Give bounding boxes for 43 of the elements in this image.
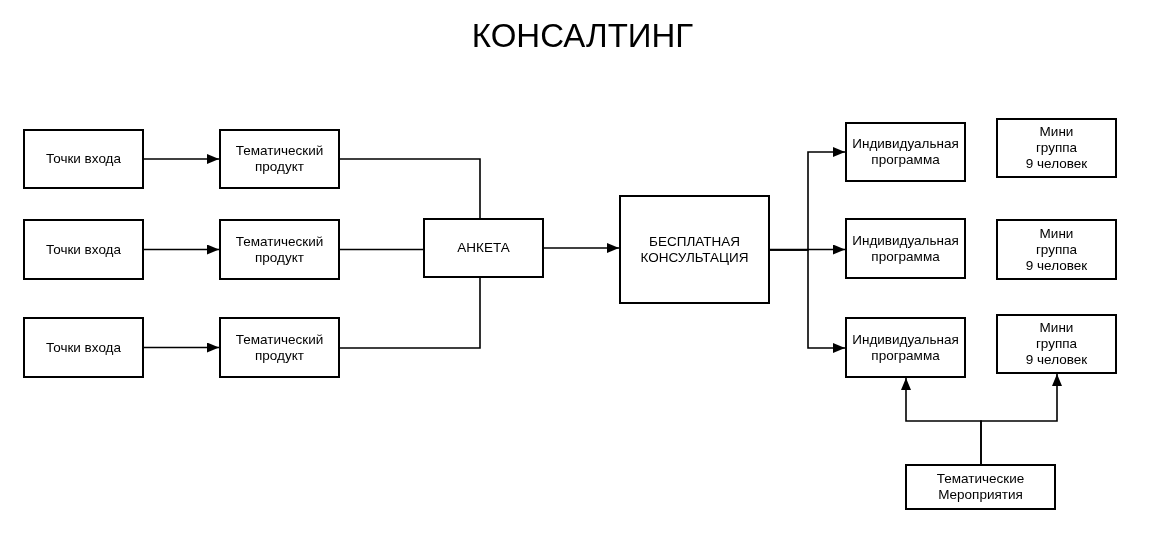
box-label: 9 человек <box>1025 352 1088 368</box>
process-box <box>845 122 966 182</box>
process-box <box>845 218 966 279</box>
box-label: Точки входа <box>46 241 121 258</box>
box-label: Индивидуальная программа <box>851 232 960 265</box>
box-label: Индивидуальная программа <box>851 331 960 364</box>
connector-line <box>339 248 424 251</box>
process-box <box>219 317 340 378</box>
box-label: Тематические Мероприятия <box>935 471 1026 503</box>
box-label: Тематический продукт <box>234 233 325 266</box>
connector-line <box>339 277 481 349</box>
arrow <box>980 373 1062 465</box>
process-box <box>219 129 340 189</box>
process-box <box>23 317 144 378</box>
process-box <box>423 218 544 278</box>
process-box <box>905 464 1056 510</box>
arrow <box>143 244 220 255</box>
box-label: Тематический продукт <box>234 143 325 175</box>
process-box <box>996 219 1117 280</box>
box-label: Индивидуальная программа <box>851 136 960 168</box>
process-box <box>845 317 966 378</box>
box-label: Точки входа <box>46 151 121 167</box>
box-label: БЕСПЛАТНАЯ КОНСУЛЬТАЦИЯ <box>639 233 750 266</box>
diagram-title: КОНСАЛТИНГ <box>471 17 694 54</box>
arrow <box>769 249 846 353</box>
box-label: Мини группа <box>1034 124 1079 156</box>
process-box <box>996 314 1117 374</box>
process-box <box>619 195 770 304</box>
box-label: Точки входа <box>46 339 121 356</box>
process-box <box>23 129 144 189</box>
connector-line <box>339 158 481 219</box>
process-box <box>219 219 340 280</box>
box-label: Мини группа <box>1034 225 1079 258</box>
arrow <box>543 243 620 253</box>
box-label: АНКЕТА <box>457 240 510 256</box>
arrow <box>143 342 220 353</box>
process-box <box>996 118 1117 178</box>
box-label: Мини группа <box>1034 320 1079 352</box>
arrow <box>143 154 220 164</box>
box-label: 9 человек <box>1025 257 1088 274</box>
box-label: 9 человек <box>1025 156 1088 172</box>
process-box <box>23 219 144 280</box>
box-label: Тематический продукт <box>234 331 325 364</box>
